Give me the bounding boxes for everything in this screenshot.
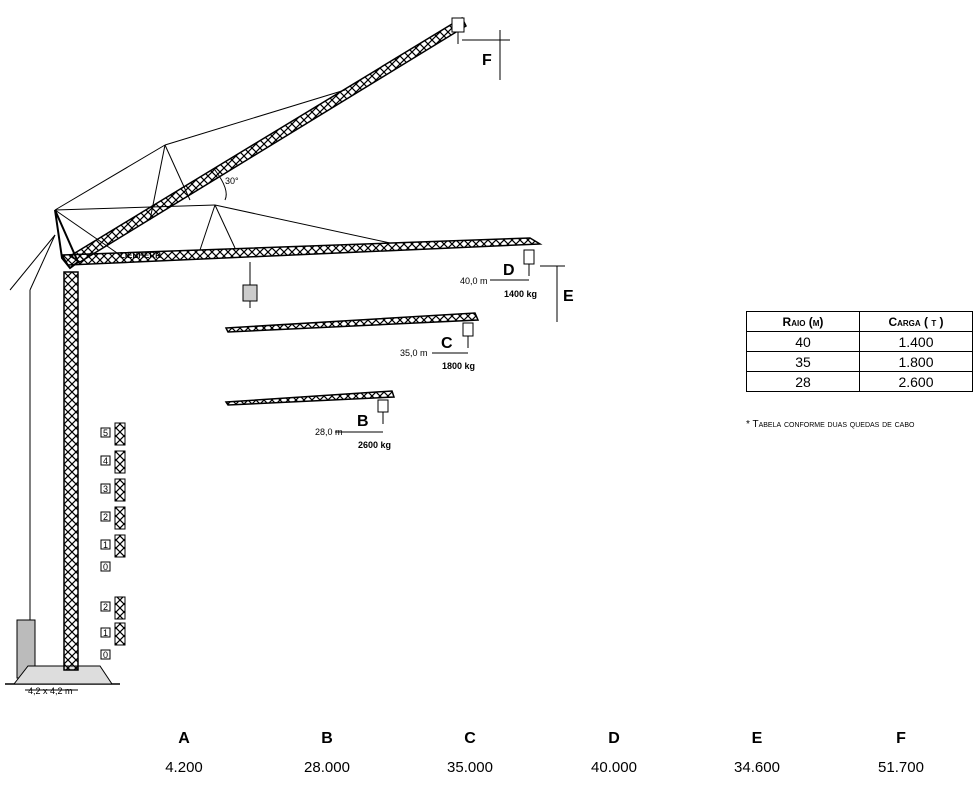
section-number: 0 [103, 650, 109, 660]
dim-letter-a: A [178, 730, 190, 747]
cell-raio: 28 [746, 371, 860, 392]
jib-brand-text: LIEBHERR [120, 251, 161, 260]
section-number: 1 [103, 540, 109, 550]
crane-base [12, 665, 113, 685]
tower-head [54, 209, 80, 270]
label-e: E [563, 288, 574, 305]
base-dimension: 4,2 x 4,2 m [28, 686, 73, 696]
radius-35: 35,0 m [400, 348, 428, 358]
label-f: F [482, 52, 492, 69]
dim-letter-b: B [321, 730, 333, 747]
dim-value-d: 40.000 [591, 759, 637, 776]
cell-carga: 1.400 [859, 331, 973, 352]
section-number: 5 [103, 428, 109, 438]
dim-value-f: 51.700 [878, 759, 924, 776]
section-number: 2 [103, 602, 109, 612]
section-number: 2 [103, 512, 109, 522]
cell-raio: 40 [746, 331, 860, 352]
label-c: C [441, 335, 453, 352]
tower-mast [63, 271, 79, 671]
crane-diagram [5, 16, 565, 691]
section-number: 4 [103, 456, 109, 466]
cell-carga: 2.600 [859, 371, 973, 392]
jib-hook-top [451, 17, 465, 33]
section-number: 0 [103, 562, 109, 572]
section-number: 1 [103, 628, 109, 638]
load-1800: 1800 kg [442, 361, 476, 371]
label-b: B [357, 413, 369, 430]
dim-value-b: 28.000 [304, 759, 350, 776]
load-1400: 1400 kg [504, 289, 538, 299]
load-table: Raio (m) Carga ( t ) 40 1.400 35 1.800 2… [746, 311, 973, 392]
dim-letter-c: C [464, 730, 476, 747]
section-boxes [100, 422, 126, 660]
label-d: D [503, 262, 515, 279]
radius-28: 28,0 m [315, 427, 343, 437]
header-carga: Carga ( t ) [859, 311, 973, 332]
cell-carga: 1.800 [859, 351, 973, 372]
table-note: * Tabela conforme duas quedas de cabo [746, 419, 915, 430]
horizontal-jib-40m [54, 204, 565, 322]
dim-letter-f: F [896, 730, 906, 747]
dim-letter-e: E [751, 730, 763, 747]
dim-letter-d: D [608, 730, 620, 747]
raised-jib [54, 16, 510, 263]
section-number: 3 [103, 484, 109, 494]
dim-value-e: 34.600 [734, 759, 780, 776]
dim-value-a: 4.200 [165, 759, 203, 776]
jib-28m [224, 390, 396, 433]
load-2600: 2600 kg [358, 440, 392, 450]
radius-40: 40,0 m [460, 276, 488, 286]
dim-value-c: 35.000 [447, 759, 493, 776]
angle-label: 30° [225, 176, 239, 186]
jib-35m [224, 312, 480, 354]
cell-raio: 35 [746, 351, 860, 372]
header-raio: Raio (m) [746, 311, 860, 332]
